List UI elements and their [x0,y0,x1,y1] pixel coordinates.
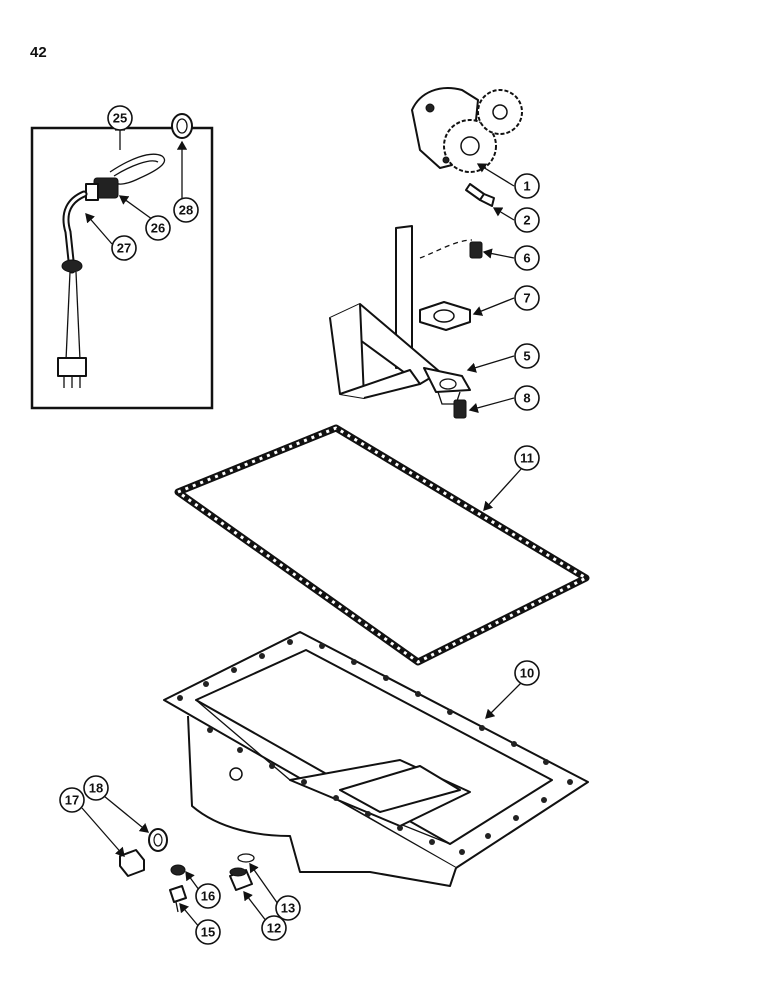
plug-12 [229,867,253,891]
callout-7: 7 [514,285,540,311]
heater-element [85,153,166,201]
heater-cord [57,190,88,388]
callout-2: 2 [514,207,540,233]
callout-27: 27 [111,235,137,261]
svg-text:28: 28 [179,203,193,218]
svg-text:15: 15 [201,925,215,940]
oil-pickup-tube [329,225,473,405]
oil-pan [163,631,589,887]
callout-1: 1 [514,173,540,199]
oil-pan-gasket [174,424,590,666]
svg-text:11: 11 [520,451,534,466]
screw-6 [469,241,483,259]
pump-bolt [465,183,495,207]
svg-text:1: 1 [523,179,530,194]
callout-28: 28 [173,197,199,223]
callout-16: 16 [195,883,221,909]
svg-text:27: 27 [117,241,131,256]
washer-16 [170,864,186,876]
callout-13: 13 [275,895,301,921]
callout-8: 8 [514,385,540,411]
svg-text:25: 25 [113,111,127,126]
callout-25: 25 [107,105,133,131]
svg-text:13: 13 [281,901,295,916]
gasket-13 [237,853,255,863]
drain-washer [148,828,168,852]
svg-text:8: 8 [523,391,530,406]
drain-plug [119,849,145,877]
callout-5: 5 [514,343,540,369]
callout-26: 26 [145,215,171,241]
svg-text:26: 26 [151,221,165,236]
svg-text:6: 6 [523,251,530,266]
page-number: 42 [30,44,47,61]
svg-text:5: 5 [523,349,530,364]
svg-text:12: 12 [267,921,281,936]
callout-6: 6 [514,245,540,271]
callout-11: 11 [514,445,540,471]
callout-10: 10 [514,660,540,686]
bolt-8 [453,399,467,419]
svg-text:7: 7 [523,291,530,306]
oil-pump [411,87,523,173]
svg-text:16: 16 [201,889,215,904]
leader-lines [81,129,523,929]
svg-text:10: 10 [520,666,534,681]
callout-12: 12 [261,915,287,941]
svg-text:18: 18 [89,781,103,796]
bolt-15 [169,885,187,913]
callout-15: 15 [195,919,221,945]
seal-ring [171,113,193,139]
svg-text:2: 2 [523,213,530,228]
svg-text:17: 17 [65,793,79,808]
callout-17: 17 [59,787,85,813]
tube-gasket [419,301,471,331]
callout-18: 18 [83,775,109,801]
